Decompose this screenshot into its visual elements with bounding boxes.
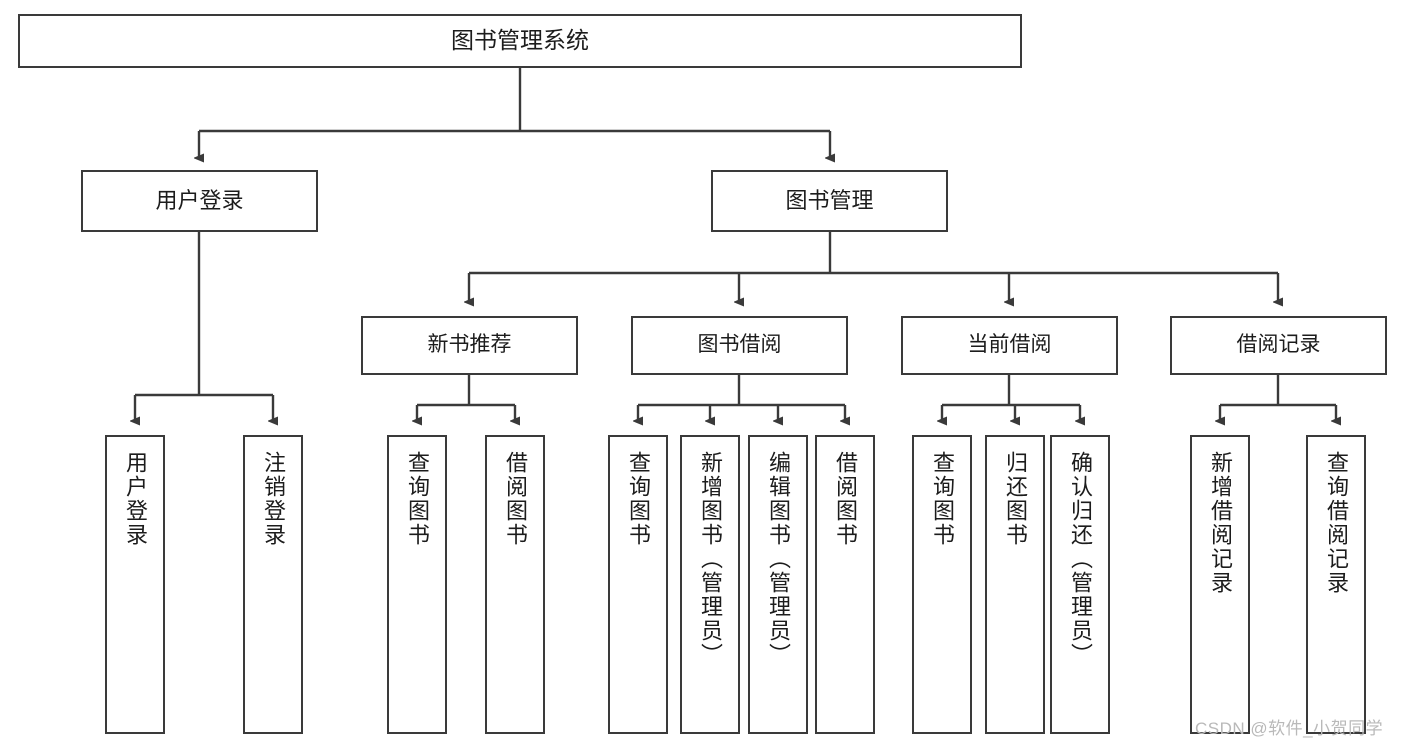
node-leaf-query-book-3[interactable]: 查询图书 <box>912 435 972 734</box>
node-book-management[interactable]: 图书管理 <box>711 170 948 232</box>
node-leaf-confirm-return-label: 确认归还（管理员） <box>1068 451 1093 667</box>
node-leaf-borrow-book-2[interactable]: 借阅图书 <box>815 435 875 734</box>
node-leaf-borrow-book-1[interactable]: 借阅图书 <box>485 435 545 734</box>
node-leaf-logout[interactable]: 注销登录 <box>243 435 303 734</box>
node-book-borrow-label: 图书借阅 <box>697 333 782 357</box>
node-leaf-user-login-label: 用户登录 <box>123 451 148 547</box>
node-leaf-query-book-2-label: 查询图书 <box>626 451 651 547</box>
node-leaf-add-record-label: 新增借阅记录 <box>1208 451 1233 595</box>
node-leaf-user-login[interactable]: 用户登录 <box>105 435 165 734</box>
node-leaf-add-book-label: 新增图书（管理员） <box>698 451 723 667</box>
node-user-login[interactable]: 用户登录 <box>81 170 318 232</box>
node-root-label: 图书管理系统 <box>451 27 589 54</box>
node-user-login-label: 用户登录 <box>155 188 244 214</box>
node-leaf-edit-book-label: 编辑图书（管理员） <box>766 451 791 667</box>
node-leaf-add-record[interactable]: 新增借阅记录 <box>1190 435 1250 734</box>
node-book-management-label: 图书管理 <box>785 188 874 214</box>
node-leaf-confirm-return[interactable]: 确认归还（管理员） <box>1050 435 1110 734</box>
node-leaf-add-book[interactable]: 新增图书（管理员） <box>680 435 740 734</box>
node-book-borrow[interactable]: 图书借阅 <box>631 316 848 375</box>
node-leaf-borrow-book-2-label: 借阅图书 <box>833 451 858 547</box>
node-new-book-recommend[interactable]: 新书推荐 <box>361 316 578 375</box>
node-leaf-edit-book[interactable]: 编辑图书（管理员） <box>748 435 808 734</box>
node-new-book-recommend-label: 新书推荐 <box>427 333 512 357</box>
node-leaf-query-book-2[interactable]: 查询图书 <box>608 435 668 734</box>
node-leaf-query-book-1[interactable]: 查询图书 <box>387 435 447 734</box>
node-root[interactable]: 图书管理系统 <box>18 14 1022 68</box>
node-borrow-record-label: 借阅记录 <box>1236 333 1321 357</box>
node-current-borrow[interactable]: 当前借阅 <box>901 316 1118 375</box>
node-current-borrow-label: 当前借阅 <box>967 333 1052 357</box>
node-borrow-record[interactable]: 借阅记录 <box>1170 316 1387 375</box>
node-leaf-logout-label: 注销登录 <box>261 451 286 547</box>
node-leaf-query-record-label: 查询借阅记录 <box>1324 451 1349 595</box>
csdn-watermark: CSDN @软件_小贺同学 <box>1195 719 1384 738</box>
node-leaf-borrow-book-1-label: 借阅图书 <box>503 451 528 547</box>
node-leaf-query-book-1-label: 查询图书 <box>405 451 430 547</box>
node-leaf-return-book[interactable]: 归还图书 <box>985 435 1045 734</box>
node-leaf-query-record[interactable]: 查询借阅记录 <box>1306 435 1366 734</box>
node-leaf-query-book-3-label: 查询图书 <box>930 451 955 547</box>
node-leaf-return-book-label: 归还图书 <box>1003 451 1028 547</box>
